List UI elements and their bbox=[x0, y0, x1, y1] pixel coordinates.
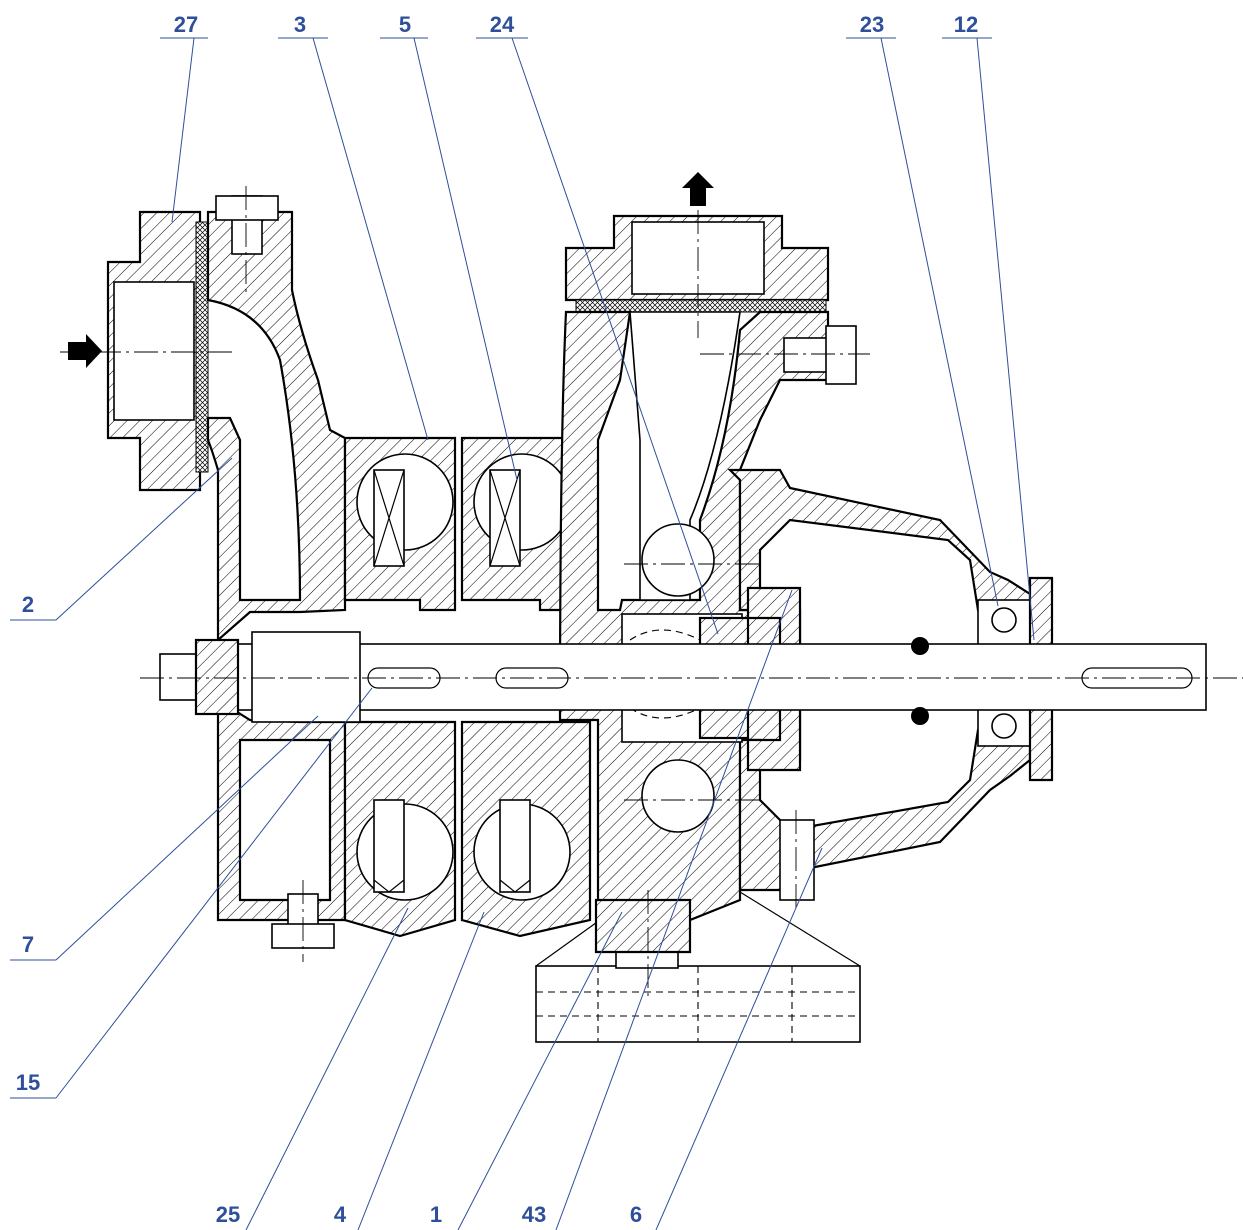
leader-line-3 bbox=[278, 37, 429, 441]
pump-body bbox=[60, 186, 1243, 1043]
outlet-arrow-icon bbox=[682, 172, 714, 206]
impeller-2-lower bbox=[499, 799, 531, 893]
callout-label-7: 7 bbox=[22, 932, 34, 957]
inlet-gasket bbox=[195, 221, 209, 473]
support-lines bbox=[535, 891, 861, 967]
leader-line-7 bbox=[10, 715, 319, 961]
upper-ball-chamber bbox=[641, 523, 715, 597]
impeller-1-lower bbox=[373, 799, 405, 893]
leader-line-27 bbox=[160, 37, 208, 223]
callout-label-27: 27 bbox=[174, 12, 198, 37]
stage-1-upper-channel bbox=[356, 453, 454, 551]
inlet-arrow-icon bbox=[68, 334, 102, 368]
stage-2-upper-channel bbox=[473, 453, 571, 551]
stage-1-lower-channel bbox=[356, 803, 454, 901]
callout-label-43: 43 bbox=[522, 1202, 546, 1227]
shaft-sleeve bbox=[251, 631, 361, 723]
bearing-ball-lower bbox=[991, 713, 1017, 739]
seal-spring bbox=[629, 629, 701, 719]
leader-line-6 bbox=[655, 847, 823, 1230]
shaft-end-cap bbox=[194, 638, 240, 716]
leader-line-4 bbox=[357, 911, 485, 1230]
leader-line-43 bbox=[555, 589, 793, 1230]
inlet-casing bbox=[206, 210, 347, 643]
lower-inlet-casing bbox=[216, 698, 347, 922]
bearing-ball-upper bbox=[991, 607, 1017, 633]
leader-line-24 bbox=[476, 37, 719, 635]
lower-ball-chamber bbox=[641, 759, 715, 833]
shaft bbox=[235, 643, 1207, 711]
oil-seal-lower bbox=[911, 707, 929, 725]
callout-label-3: 3 bbox=[294, 12, 306, 37]
callout-label-12: 12 bbox=[954, 12, 978, 37]
callout-label-24: 24 bbox=[490, 12, 515, 37]
leader-line-23 bbox=[846, 37, 999, 607]
callout-label-4: 4 bbox=[334, 1202, 347, 1227]
callout-label-6: 6 bbox=[630, 1202, 642, 1227]
callout-label-15: 15 bbox=[16, 1070, 40, 1095]
leader-line-1 bbox=[457, 911, 623, 1230]
inlet-bore bbox=[113, 281, 195, 421]
leader-line-25 bbox=[245, 907, 409, 1230]
callout-label-25: 25 bbox=[216, 1202, 240, 1227]
leader-line-15 bbox=[10, 687, 373, 1099]
leader-line-2 bbox=[10, 457, 233, 621]
drain-pipe bbox=[779, 819, 815, 901]
oil-seal-upper bbox=[911, 637, 929, 655]
foot-mount bbox=[594, 898, 692, 954]
callout-label-2: 2 bbox=[22, 592, 34, 617]
leader-line-5 bbox=[380, 37, 518, 481]
inlet-bolt-head bbox=[215, 195, 279, 221]
leader-line-12 bbox=[942, 37, 1035, 641]
callout-label-23: 23 bbox=[860, 12, 884, 37]
outlet-bolt-head bbox=[825, 325, 857, 385]
outlet-gasket bbox=[575, 299, 827, 313]
callout-label-1: 1 bbox=[430, 1202, 442, 1227]
callout-label-5: 5 bbox=[399, 12, 411, 37]
